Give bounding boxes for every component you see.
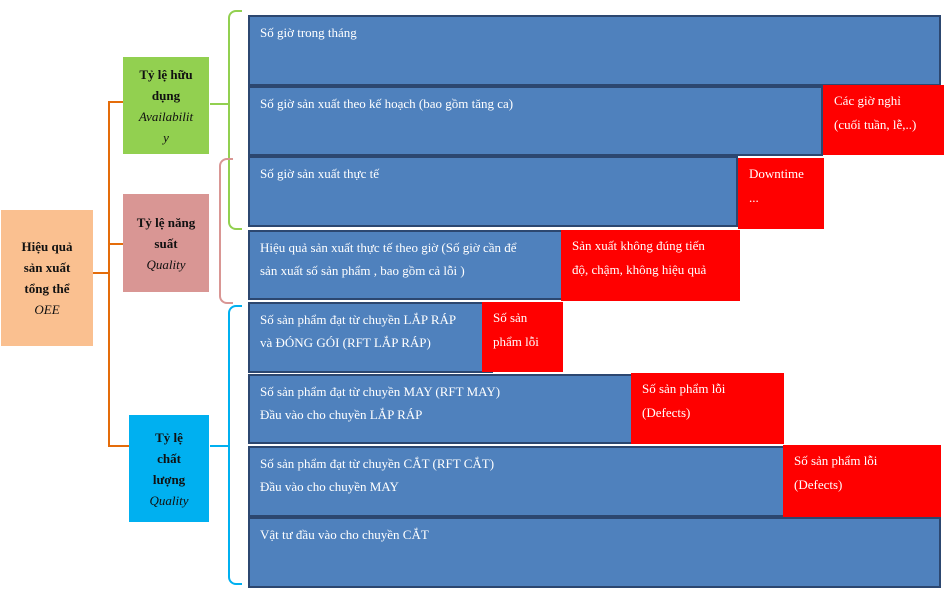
quality-bracket: [228, 305, 242, 585]
bar-text-1: Hiệu quả sản xuất thực tế theo giờ (Số g…: [260, 240, 517, 255]
loss-text-2: (cuối tuần, lễ,..): [834, 117, 917, 132]
oee-box: Hiệu quả sản xuất tổng thể OEE: [1, 210, 93, 346]
loss-text-1: Sản xuất không đúng tiến: [572, 238, 705, 253]
loss-text-2: (Defects): [642, 405, 691, 420]
loss-breaks: Các giờ nghỉ (cuối tuần, lễ,..): [823, 85, 944, 155]
bar-rft-cutting: Số sản phẩm đạt từ chuyền CẮT (RFT CẮT) …: [248, 446, 786, 517]
loss-text-2: phẩm lỗi: [493, 334, 539, 349]
availability-bracket-tick: [210, 103, 229, 105]
availability-line2: dụng: [151, 87, 181, 103]
bar-text-2: Đầu vào cho chuyền LẮP RÁP: [260, 407, 423, 422]
quality-line3: lượng: [152, 471, 186, 487]
tree-trunk: [108, 101, 110, 446]
bar-hours-in-month: Số giờ trong tháng: [248, 15, 941, 86]
bar-text-2: Đầu vào cho chuyền MAY: [260, 479, 399, 494]
oee-line1: Hiệu quả: [21, 239, 73, 254]
quality-line2: chất: [157, 450, 181, 466]
bar-text: Số giờ sản xuất thực tế: [260, 166, 379, 181]
bar-hourly-efficiency: Hiệu quả sản xuất thực tế theo giờ (Số g…: [248, 230, 563, 300]
bar-actual-hours: Số giờ sản xuất thực tế: [248, 156, 738, 227]
bar-text-1: Số sản phẩm đạt từ chuyền LẮP RÁP: [260, 312, 457, 327]
loss-text-2: độ, chậm, không hiệu quả: [572, 262, 707, 277]
bar-cutting-input-materials: Vật tư đầu vào cho chuyền CẮT: [248, 517, 941, 588]
bar-text-1: Số sản phẩm đạt từ chuyền CẮT (RFT CẮT): [260, 456, 495, 471]
bar-text: Số giờ sản xuất theo kế hoạch (bao gồm t…: [260, 96, 514, 111]
bar-text-1: Số sản phẩm đạt từ chuyền MAY (RFT MAY): [260, 384, 501, 399]
loss-text-1: Downtime: [749, 166, 804, 181]
loss-text-1: Số sản phẩm lỗi: [642, 381, 726, 396]
availability-bracket: [228, 10, 242, 230]
bar-rft-sewing: Số sản phẩm đạt từ chuyền MAY (RFT MAY) …: [248, 374, 633, 444]
quality-bracket-tick: [210, 445, 229, 447]
loss-downtime: Downtime ...: [738, 158, 824, 229]
tree-link-availability: [108, 101, 124, 103]
bar-rft-assembly: Số sản phẩm đạt từ chuyền LẮP RÁP và ĐÓN…: [248, 302, 493, 373]
loss-text-2: ...: [749, 190, 759, 205]
availability-box: Tỷ lệ hữu dụng Availabilit y: [123, 57, 209, 154]
loss-text-1: Số sản: [493, 310, 528, 325]
bar-text: Vật tư đầu vào cho chuyền CẮT: [260, 527, 429, 542]
loss-text-1: Số sản phẩm lỗi: [794, 453, 878, 468]
availability-sub1: Availabilit: [138, 108, 194, 124]
loss-sewing-defects: Số sản phẩm lỗi (Defects): [631, 373, 784, 444]
performance-sub: Quality: [146, 256, 186, 272]
oee-sub: OEE: [34, 302, 60, 317]
oee-line3: tổng thể: [24, 281, 70, 296]
performance-line1: Tỷ lệ năng: [136, 214, 196, 230]
tree-link-performance: [108, 243, 124, 245]
availability-sub2: y: [163, 129, 169, 145]
tree-link-oee: [93, 272, 109, 274]
quality-sub: Quality: [149, 492, 189, 508]
performance-line2: suất: [154, 235, 178, 251]
performance-bracket: [219, 158, 233, 304]
tree-link-quality: [108, 445, 130, 447]
bar-planned-hours: Số giờ sản xuất theo kế hoạch (bao gồm t…: [248, 86, 823, 156]
oee-line2: sản xuất: [23, 260, 71, 275]
loss-speed: Sản xuất không đúng tiến độ, chậm, không…: [561, 230, 740, 301]
bar-text: Số giờ trong tháng: [260, 25, 357, 40]
loss-cutting-defects: Số sản phẩm lỗi (Defects): [783, 445, 941, 517]
loss-text-1: Các giờ nghỉ: [834, 93, 901, 108]
quality-box: Tỷ lệ chất lượng Quality: [129, 415, 209, 522]
performance-box: Tỷ lệ năng suất Quality: [123, 194, 209, 292]
quality-line1: Tỷ lệ: [155, 429, 183, 445]
bar-text-2: và ĐÓNG GÓI (RFT LẮP RÁP): [260, 335, 431, 350]
bar-text-2: sản xuất số sản phẩm , bao gồm cả lỗi ): [260, 263, 465, 278]
loss-assembly-defects: Số sản phẩm lỗi: [482, 302, 563, 372]
availability-line1: Tỷ lệ hữu: [139, 66, 193, 82]
loss-text-2: (Defects): [794, 477, 843, 492]
